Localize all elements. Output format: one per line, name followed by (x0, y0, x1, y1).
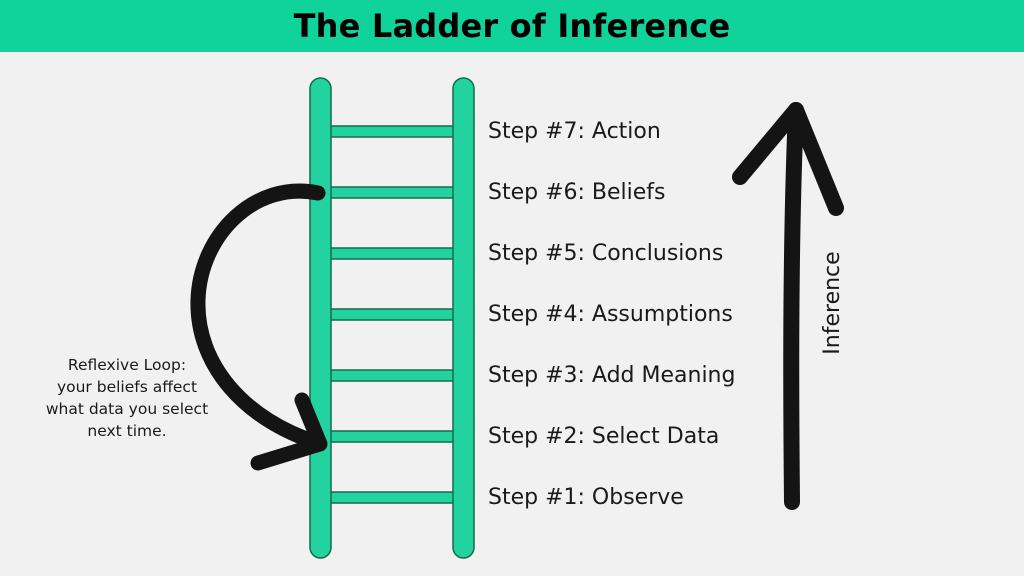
inference-arrow (732, 102, 844, 510)
reflexive-loop-line: Reflexive Loop: (67, 356, 187, 374)
step-label-4: Step #4: Assumptions (488, 302, 733, 327)
reflexive-loop-arrow (190, 183, 328, 471)
step-label-5: Step #5: Conclusions (488, 241, 724, 266)
reflexive-loop-note: Reflexive Loop: your beliefs affect what… (22, 354, 232, 442)
ladder-rungs (325, 125, 461, 504)
title-bar: The Ladder of Inference (0, 0, 1024, 52)
ladder-rung-4 (325, 308, 461, 321)
ladder-rung-2 (325, 430, 461, 443)
reflexive-loop-arrowhead (250, 392, 328, 471)
ladder-rung-1 (325, 491, 461, 504)
ladder-rail-left (309, 77, 332, 559)
reflexive-loop-line: your beliefs affect (56, 378, 198, 396)
ladder-rung-3 (325, 369, 461, 382)
step-label-6: Step #6: Beliefs (488, 180, 666, 205)
reflexive-loop-line: next time. (87, 422, 167, 440)
page-title: The Ladder of Inference (293, 7, 731, 45)
ladder-rung-6 (325, 186, 461, 199)
reflexive-loop-arc (190, 183, 326, 451)
ladder-rail-right (452, 77, 475, 559)
inference-label: Inference (820, 251, 845, 355)
step-label-2: Step #2: Select Data (488, 424, 720, 449)
inference-arrowhead (732, 102, 844, 216)
step-label-1: Step #1: Observe (488, 485, 684, 510)
ladder-rung-7 (325, 125, 461, 138)
step-label-3: Step #3: Add Meaning (488, 363, 736, 388)
ladder-rung-5 (325, 247, 461, 260)
reflexive-loop-line: what data you select (45, 400, 209, 418)
step-label-7: Step #7: Action (488, 119, 661, 144)
inference-arrow-shaft (783, 102, 804, 510)
